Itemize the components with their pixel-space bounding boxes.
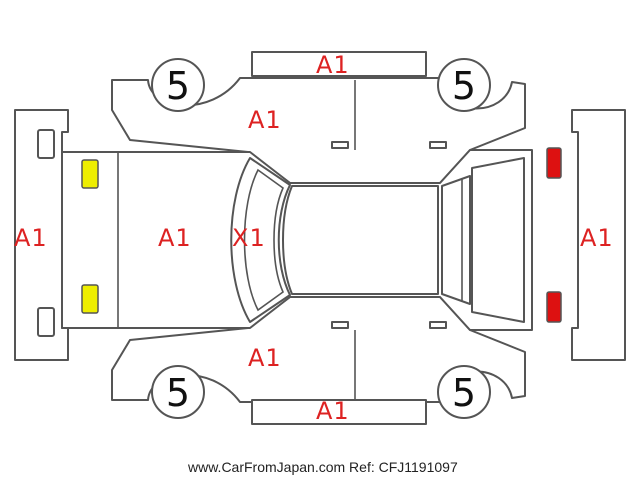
rear-bumper-code: A1 [580, 224, 614, 252]
rear-window [441, 175, 471, 305]
wheel-top-left: 5 [151, 58, 205, 112]
top-panel-code: A1 [316, 51, 350, 79]
lower-fender-code: A1 [248, 344, 282, 372]
top-handle-front [331, 141, 349, 149]
front-lamp-bottom [81, 284, 99, 314]
bottom-strip [251, 399, 427, 425]
front-lamp-top [81, 159, 99, 189]
rear-bumper [571, 109, 626, 361]
hood-code: A1 [158, 224, 192, 252]
front-bumper-slot-bottom [37, 307, 55, 337]
rear-deck [471, 157, 525, 323]
wheel-bottom-right-grade: 5 [452, 371, 476, 415]
wheel-bottom-left-grade: 5 [166, 371, 190, 415]
wheel-bottom-left: 5 [151, 365, 205, 419]
front-bumper-slot-top [37, 129, 55, 159]
top-strip [251, 51, 427, 77]
front-bumper-code: A1 [14, 224, 48, 252]
footer-reference: www.CarFromJapan.com Ref: CFJ1191097 [187, 459, 458, 475]
wheel-top-left-grade: 5 [166, 64, 190, 108]
wheel-bottom-right: 5 [437, 365, 491, 419]
windshield-code: X1 [232, 224, 266, 252]
bottom-handle-rear [429, 321, 447, 329]
rear-lamp-bottom [546, 291, 562, 323]
windshield-inner [243, 168, 284, 312]
bottom-handle-front [331, 321, 349, 329]
upper-fender-code: A1 [248, 106, 282, 134]
wheel-top-right: 5 [437, 58, 491, 112]
top-handle-rear [429, 141, 447, 149]
rear-lamp-top [546, 147, 562, 179]
roof [282, 185, 439, 295]
wheel-top-right-grade: 5 [452, 64, 476, 108]
windshield [230, 157, 291, 323]
bottom-panel-code: A1 [316, 397, 350, 425]
